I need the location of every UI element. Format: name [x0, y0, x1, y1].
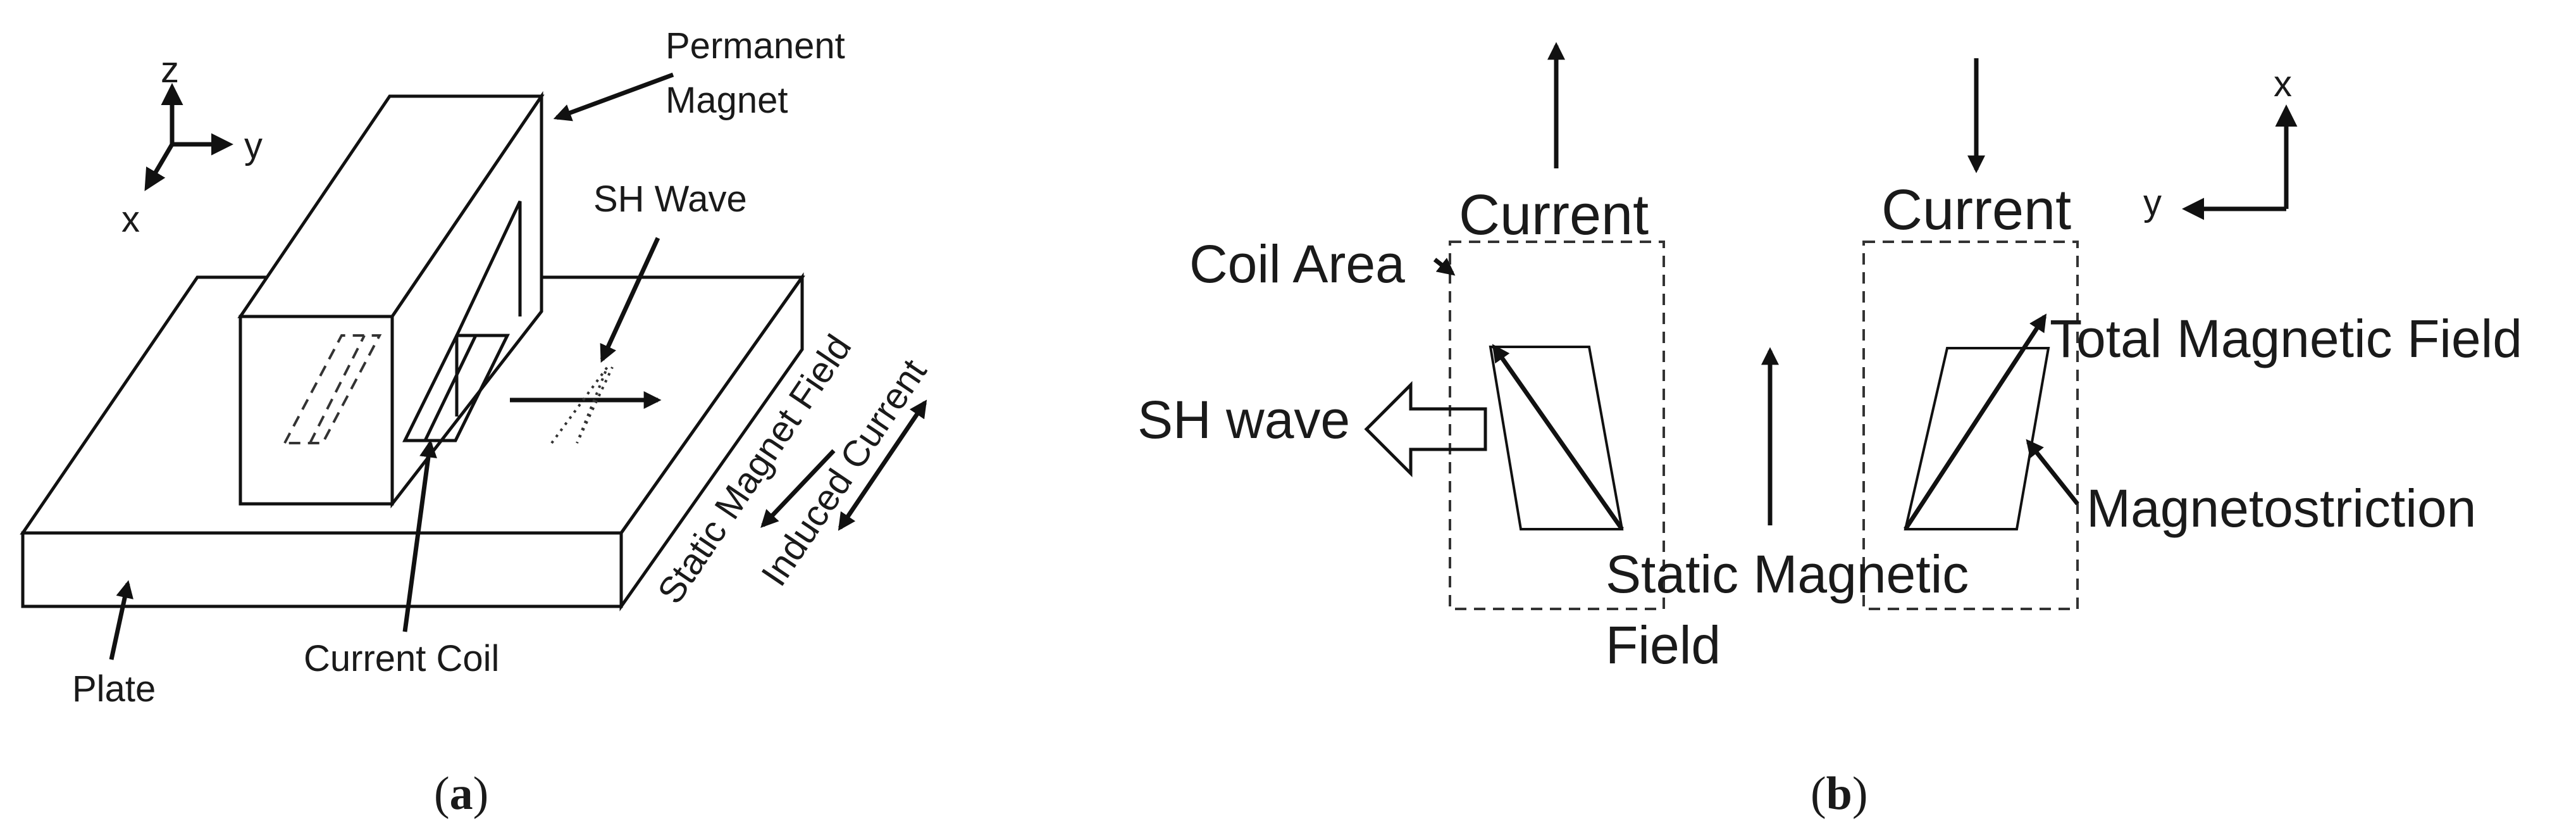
- coil-visible-line: [423, 334, 478, 442]
- sh-wave-symbol: SH Wave: [510, 178, 747, 444]
- y-axis-label-b: y: [2143, 182, 2162, 223]
- total-field-arrow-right: [1904, 313, 2047, 530]
- induced-current-arrow: [838, 399, 927, 531]
- current-coil-shape: [282, 334, 511, 444]
- induced-current-label: Induced Current: [753, 352, 934, 593]
- panel-b: Current Current Coil Area SH wave Static…: [1137, 42, 2522, 820]
- magnetostriction-label: Magnetostriction: [2086, 479, 2476, 538]
- current-right-label: Current: [1881, 178, 2071, 242]
- axes-a: z y x: [121, 49, 263, 240]
- permanent-magnet-label-line2: Magnet: [666, 80, 788, 121]
- coil-area-left-box: [1449, 241, 1665, 610]
- caption-b-letter: b: [1826, 768, 1852, 820]
- x-axis-label-b: x: [2274, 63, 2292, 104]
- permanent-magnet-label-line1: Permanent: [666, 25, 845, 66]
- coil-visible-loop: [402, 334, 511, 442]
- permanent-magnet-pointer-arrow: [553, 72, 674, 122]
- sh-wave-hollow-arrow: [1364, 380, 1487, 478]
- caption-b: (b): [1811, 768, 1867, 820]
- magnetostriction-parallelogram-right: [1904, 347, 2050, 530]
- caption-a-letter: a: [450, 768, 473, 820]
- total-field-arrow-left: [1492, 344, 1624, 531]
- sh-wave-dotted-wave: [550, 366, 614, 444]
- total-magnetic-field-label: Total Magnetic Field: [2050, 309, 2522, 368]
- plate-front-face: [21, 531, 623, 608]
- current-coil-pointer-arrow: [402, 439, 437, 632]
- plate-side-face: [619, 272, 804, 611]
- static-magnet-field-arrow: [760, 449, 836, 529]
- permanent-magnet: [237, 91, 545, 509]
- z-axis-label: z: [161, 49, 179, 91]
- current-coil-label: Current Coil: [304, 638, 499, 679]
- sh-wave-label-a: SH Wave: [593, 178, 747, 220]
- x-axis-label: x: [121, 199, 140, 240]
- coil-hidden-line: [309, 335, 366, 444]
- magnet-front-face: [238, 315, 394, 506]
- static-magnetic-field-label-line2: Field: [1606, 615, 1721, 675]
- sh-wave-label-b: SH wave: [1137, 390, 1350, 449]
- y-axis-label: y: [244, 125, 263, 166]
- panel-a: z y x SH Wave: [20, 25, 934, 820]
- coil-area-label: Coil Area: [1189, 234, 1405, 294]
- coil-area-right-box: [1862, 241, 2079, 610]
- current-left-label: Current: [1459, 184, 1649, 247]
- static-magnetic-field-label-line1: Static Magnetic: [1606, 544, 1969, 604]
- coil-area-pointer-arrow: [1433, 258, 1456, 276]
- x-axis-arrow: [144, 143, 175, 192]
- caption-a: (a): [434, 768, 488, 820]
- plate-pointer-arrow: [109, 580, 133, 660]
- sh-wave-pointer-arrow: [600, 237, 660, 363]
- axes-b: x y: [2143, 63, 2298, 223]
- magnetostriction-pointer-arrow: [2026, 439, 2079, 506]
- plate-label: Plate: [72, 668, 156, 710]
